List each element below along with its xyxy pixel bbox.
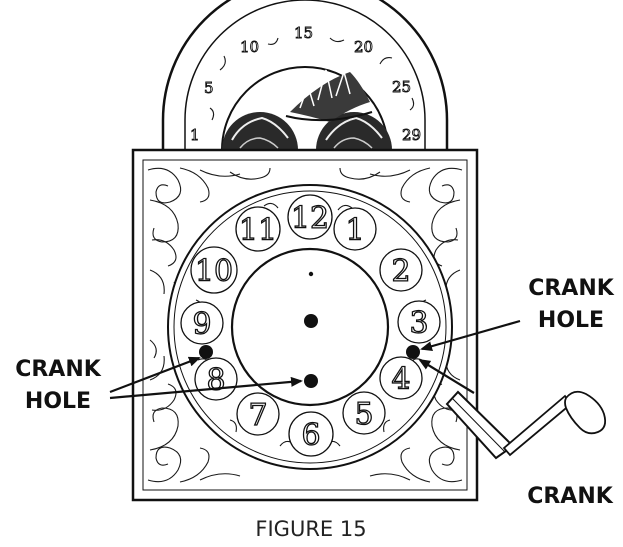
dial-holes bbox=[199, 271, 420, 388]
numeral-medallion: 10 bbox=[190, 246, 238, 294]
arrow-left-crank-hole bbox=[109, 356, 201, 394]
corner-scrollwork-bottom-left-icon bbox=[147, 339, 241, 483]
numeral-5: 5 bbox=[354, 397, 373, 432]
label-crank: CRANK bbox=[527, 484, 614, 509]
numeral-8: 8 bbox=[206, 363, 225, 398]
numeral-medallion: 7 bbox=[236, 392, 280, 436]
arch-day-scale: 1 5 10 15 20 25 29 bbox=[190, 24, 422, 145]
numeral-medallion: 9 bbox=[180, 301, 224, 345]
crank-hole-left bbox=[199, 345, 213, 359]
arch-numeral: 5 bbox=[204, 79, 214, 97]
numeral-2: 2 bbox=[391, 254, 410, 289]
numeral-1: 1 bbox=[345, 213, 364, 248]
arrow-right-crank-hole bbox=[420, 319, 521, 352]
arch-numeral: 25 bbox=[392, 78, 411, 96]
numeral-12: 12 bbox=[291, 201, 329, 236]
moon-hemisphere-left-icon bbox=[222, 112, 298, 150]
label-crank-hole-right-line2: HOLE bbox=[538, 308, 604, 333]
numeral-3: 3 bbox=[409, 306, 428, 341]
numeral-7: 7 bbox=[248, 398, 267, 433]
figure-caption: FIGURE 15 bbox=[255, 517, 366, 541]
numeral-medallion: 6 bbox=[288, 411, 334, 457]
arch-numeral: 20 bbox=[354, 38, 373, 56]
arch-numeral: 15 bbox=[294, 24, 313, 42]
callout-arrows bbox=[109, 319, 521, 400]
hand-shaft-pilot-hole bbox=[308, 271, 314, 277]
numeral-9: 9 bbox=[192, 307, 211, 342]
arch-numeral: 10 bbox=[240, 38, 259, 56]
crank-icon bbox=[445, 390, 607, 460]
moon-hemisphere-right-icon bbox=[316, 112, 392, 150]
crank-hole-right bbox=[406, 345, 420, 359]
numeral-medallion: 1 bbox=[333, 207, 377, 251]
numeral-medallion: 5 bbox=[342, 391, 386, 435]
numeral-medallion: 4 bbox=[379, 356, 423, 400]
numeral-medallion: 3 bbox=[397, 300, 441, 344]
label-crank-hole-left-line1: CRANK bbox=[15, 357, 102, 382]
arch-numeral: 29 bbox=[402, 126, 421, 144]
arrow-center-crank-hole bbox=[109, 376, 303, 400]
numeral-6: 6 bbox=[301, 418, 320, 453]
callout-labels: CRANK HOLE CRANK HOLE CRANK bbox=[15, 276, 615, 509]
numeral-medallion: 2 bbox=[379, 248, 423, 292]
numeral-10: 10 bbox=[195, 254, 233, 289]
numeral-4: 4 bbox=[391, 362, 410, 397]
label-crank-hole-left-line2: HOLE bbox=[25, 389, 91, 414]
numeral-medallion: 12 bbox=[287, 194, 333, 240]
arrow-crank bbox=[418, 358, 475, 394]
label-crank-hole-right-line1: CRANK bbox=[528, 276, 615, 301]
hand-shaft-hole bbox=[304, 314, 318, 328]
numeral-medallion: 11 bbox=[235, 206, 281, 252]
ship-scene-icon bbox=[285, 69, 373, 122]
moon-arch: 1 5 10 15 20 25 29 bbox=[161, 0, 449, 151]
crank-hole-center bbox=[304, 374, 318, 388]
arch-numeral: 1 bbox=[190, 126, 200, 144]
numeral-medallion: 8 bbox=[194, 357, 238, 401]
dial-numerals: 12 1 2 3 4 5 6 7 bbox=[180, 194, 441, 457]
numeral-11: 11 bbox=[239, 213, 277, 248]
